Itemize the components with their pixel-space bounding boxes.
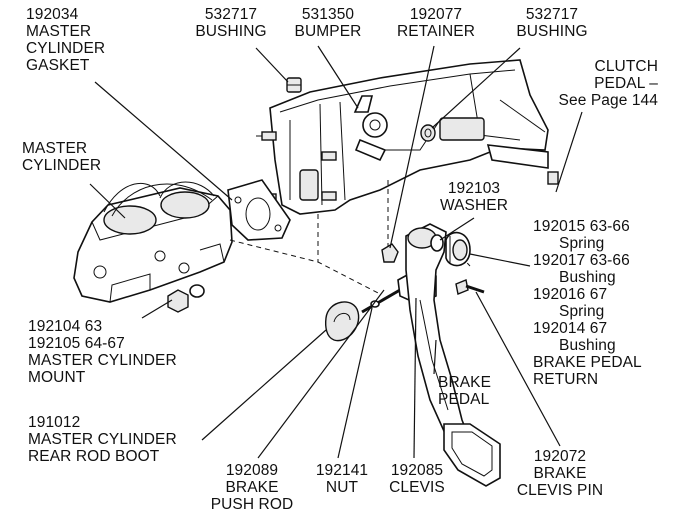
callout-line: BRAKE <box>533 465 587 482</box>
callout-line: CYLINDER <box>22 157 102 174</box>
callout-line: 192016 67 <box>533 286 608 303</box>
callout-line: PEDAL <box>438 391 490 408</box>
clevis-pin-part <box>455 279 485 295</box>
callout-line: BUMPER <box>294 23 362 40</box>
callout-bushing-left: 532717 BUSHING <box>186 6 276 40</box>
callout-line: PUSH ROD <box>210 496 294 513</box>
callout-clutch-pedal: CLUTCH PEDAL – See Page 144 <box>530 58 658 109</box>
callout-line: CLEVIS PIN <box>516 482 604 499</box>
callout-line: Spring <box>559 235 605 252</box>
callout-line: 192015 63-66 <box>533 218 630 235</box>
callout-line: BRAKE <box>225 479 279 496</box>
callout-line: 192085 <box>390 462 444 479</box>
rear-rod-boot-part <box>325 301 360 342</box>
callout-line: MASTER CYLINDER <box>28 431 177 448</box>
callout-nut: 192141 NUT <box>306 462 378 496</box>
callout-line: 192077 <box>409 6 463 23</box>
callout-line: 192017 63-66 <box>533 252 630 269</box>
callout-line: See Page 144 <box>558 92 658 109</box>
callout-line: MASTER CYLINDER <box>28 352 177 369</box>
callout-line: 192105 64-67 <box>28 335 125 352</box>
callout-clevis: 192085 CLEVIS <box>380 462 454 496</box>
callout-line: CLUTCH <box>594 58 658 75</box>
callout-line: Spring <box>559 303 605 320</box>
bushing-left-part <box>286 77 302 93</box>
callout-line: 532717 <box>204 6 258 23</box>
spring-bushing-part <box>445 231 471 267</box>
master-cylinder-part <box>73 181 233 303</box>
callout-line: BUSHING <box>195 23 267 40</box>
callout-line: GASKET <box>26 57 90 74</box>
callout-line: RETAINER <box>396 23 476 40</box>
callout-line: 192034 <box>26 6 79 23</box>
master-cylinder-gasket-part <box>227 179 291 241</box>
callout-bushing-right: 532717 BUSHING <box>506 6 598 40</box>
callout-spring-bushing-return: 192015 63-66 Spring 192017 63-66 Bushing… <box>533 218 642 388</box>
callout-line: Bushing <box>559 269 616 286</box>
leader-lines <box>89 45 583 459</box>
callout-line: 192103 <box>447 180 501 197</box>
callout-line: 192104 63 <box>28 318 103 335</box>
callout-brake-clevis-pin: 192072 BRAKE CLEVIS PIN <box>500 448 620 499</box>
callout-line: 191012 <box>28 414 81 431</box>
callout-line: CYLINDER <box>26 40 106 57</box>
callout-line: BRAKE <box>438 374 492 391</box>
callout-line: REAR ROD BOOT <box>28 448 160 465</box>
callout-line: NUT <box>325 479 359 496</box>
callout-line: WASHER <box>439 197 509 214</box>
callout-line: CLEVIS <box>389 479 445 496</box>
callout-brake-push-rod: 192089 BRAKE PUSH ROD <box>200 462 304 513</box>
callout-rear-rod-boot: 191012 MASTER CYLINDER REAR ROD BOOT <box>28 414 177 465</box>
callout-brake-pedal: BRAKE PEDAL <box>438 374 491 408</box>
callout-line: RETURN <box>533 371 599 388</box>
callout-line: 531350 <box>301 6 355 23</box>
callout-master-cylinder-gasket: 192034 MASTER CYLINDER GASKET <box>26 6 105 74</box>
callout-line: Bushing <box>559 337 616 354</box>
callout-line: 192089 <box>225 462 279 479</box>
master-cylinder-mount-part <box>167 284 205 313</box>
callout-bumper: 531350 BUMPER <box>286 6 370 40</box>
callout-line: MASTER <box>26 23 92 40</box>
bushing-right-part <box>420 124 436 142</box>
pedal-mounting-bracket <box>256 59 559 215</box>
callout-retainer: 192077 RETAINER <box>388 6 484 40</box>
callout-line: MOUNT <box>28 369 86 386</box>
callout-line: 532717 <box>525 6 579 23</box>
callout-line: 192141 <box>315 462 369 479</box>
callout-line: BUSHING <box>516 23 588 40</box>
callout-line: 192014 67 <box>533 320 608 337</box>
callout-line: PEDAL – <box>594 75 658 92</box>
callout-master-cylinder-mount: 192104 63 192105 64-67 MASTER CYLINDER M… <box>28 318 177 386</box>
callout-line: MASTER <box>22 140 88 157</box>
washer-part <box>430 234 444 252</box>
callout-washer: 192103 WASHER <box>432 180 516 214</box>
callout-master-cylinder: MASTER CYLINDER <box>22 140 101 174</box>
callout-line: 192072 <box>533 448 587 465</box>
callout-line: BRAKE PEDAL <box>533 354 642 371</box>
